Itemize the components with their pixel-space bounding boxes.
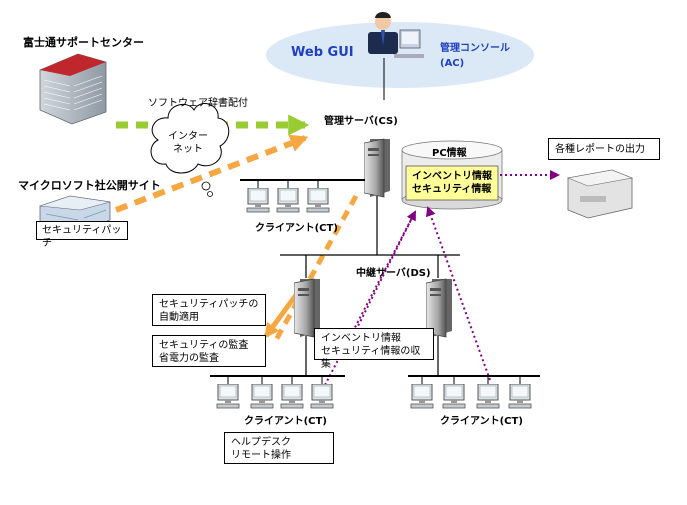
orange-arrow-in [114, 134, 309, 213]
admin-console-label: 管理コンソール (AC) [440, 43, 510, 69]
admin-server-label: 管理サーバ(CS) [324, 116, 398, 127]
software-dict-label: ソフトウェア辞書配付 [148, 98, 248, 109]
pc-info-label: PC情報 [432, 148, 467, 159]
client-pc-icon [442, 384, 466, 409]
printer-icon [566, 169, 634, 219]
reports-box: 各種レポートの出力 [548, 138, 660, 160]
user-at-pc-icon [368, 12, 424, 100]
web-gui-label: Web GUI [291, 45, 354, 60]
collect-box: インベントリ情報 セキュリティ情報の収集 [314, 328, 434, 370]
client-right-label: クライアント(CT) [440, 416, 523, 427]
client-pc-icon [476, 384, 500, 409]
client-top-label: クライアント(CT) [255, 223, 338, 234]
client-pc-icon [276, 188, 300, 213]
client-pc-icon [310, 384, 334, 409]
client-left-label: クライアント(CT) [244, 416, 327, 427]
auto-apply-box: セキュリティパッチの 自動適用 [152, 294, 266, 326]
server-icon [364, 138, 390, 198]
microsoft-site-label: マイクロソフト社公開サイト [18, 179, 161, 192]
client-pc-icon [246, 188, 270, 213]
building-icon [39, 53, 107, 125]
client-pc-icon [250, 384, 274, 409]
helpdesk-box: ヘルプデスク リモート操作 [224, 432, 334, 464]
fujitsu-center-label: 富士通サポートセンター [23, 36, 144, 49]
client-pc-icon [508, 384, 532, 409]
internet-label: インター ネット [168, 131, 208, 155]
security-patch-box: セキュリティパッチ [36, 221, 128, 249]
client-pc-icon [306, 188, 330, 213]
client-pc-icon [216, 384, 240, 409]
orange-arrow-out [273, 194, 359, 342]
inventory-security-label: インベントリ情報 セキュリティ情報 [412, 171, 492, 195]
orange-arrow-out-solid [263, 293, 299, 339]
client-pc-icon [280, 384, 304, 409]
info-highlight [405, 165, 499, 201]
client-pc-icon [410, 384, 434, 409]
relay-server-label: 中継サーバ(DS) [356, 268, 431, 279]
audit-box: セキュリティの監査 省電力の監査 [152, 335, 266, 367]
cloud-icon [150, 103, 230, 197]
